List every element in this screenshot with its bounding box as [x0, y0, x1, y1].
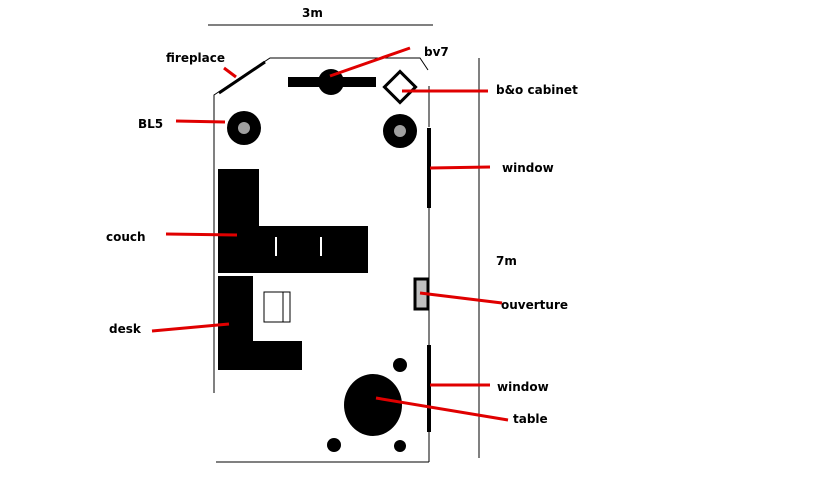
bl5-pointer — [175, 119, 226, 124]
window-top-label: window — [502, 161, 554, 175]
window-top-pointer — [429, 165, 491, 170]
desk-label: desk — [109, 322, 142, 336]
couch-shape — [218, 169, 368, 273]
couch-label: couch — [106, 230, 146, 244]
bl5-speaker-right — [383, 114, 417, 148]
desk-pointer — [151, 322, 230, 333]
fireplace-pointer — [223, 66, 237, 79]
table-chair-bottom-right — [394, 440, 406, 452]
fireplace-label: fireplace — [166, 51, 225, 65]
width-dimension-label: 3m — [302, 6, 323, 20]
table-shape — [344, 374, 402, 436]
bo-cabinet-shape — [382, 69, 418, 105]
window-top-shape — [427, 128, 431, 208]
desk-chair — [263, 291, 291, 323]
table-pointer — [375, 396, 509, 422]
fireplace-shape — [218, 60, 266, 95]
table-chair-top — [393, 358, 407, 372]
bv7-pointer — [329, 46, 411, 78]
bv7-speaker — [318, 69, 344, 95]
ouverture-pointer — [419, 291, 503, 305]
bl5-label: BL5 — [138, 117, 163, 131]
table-chair-bottom-left — [327, 438, 341, 452]
window-bottom-label: window — [497, 380, 549, 394]
table-label: table — [513, 412, 548, 426]
desk-shape — [218, 276, 302, 370]
room-outline — [213, 57, 429, 393]
ouverture-label: ouverture — [501, 298, 568, 312]
bl5-speaker-left — [227, 111, 261, 145]
window-bottom-shape — [427, 345, 431, 432]
bv7-label: bv7 — [424, 45, 449, 59]
bo-cabinet-label: b&o cabinet — [496, 83, 578, 97]
couch-pointer — [165, 232, 238, 237]
length-dimension-label: 7m — [496, 254, 517, 268]
